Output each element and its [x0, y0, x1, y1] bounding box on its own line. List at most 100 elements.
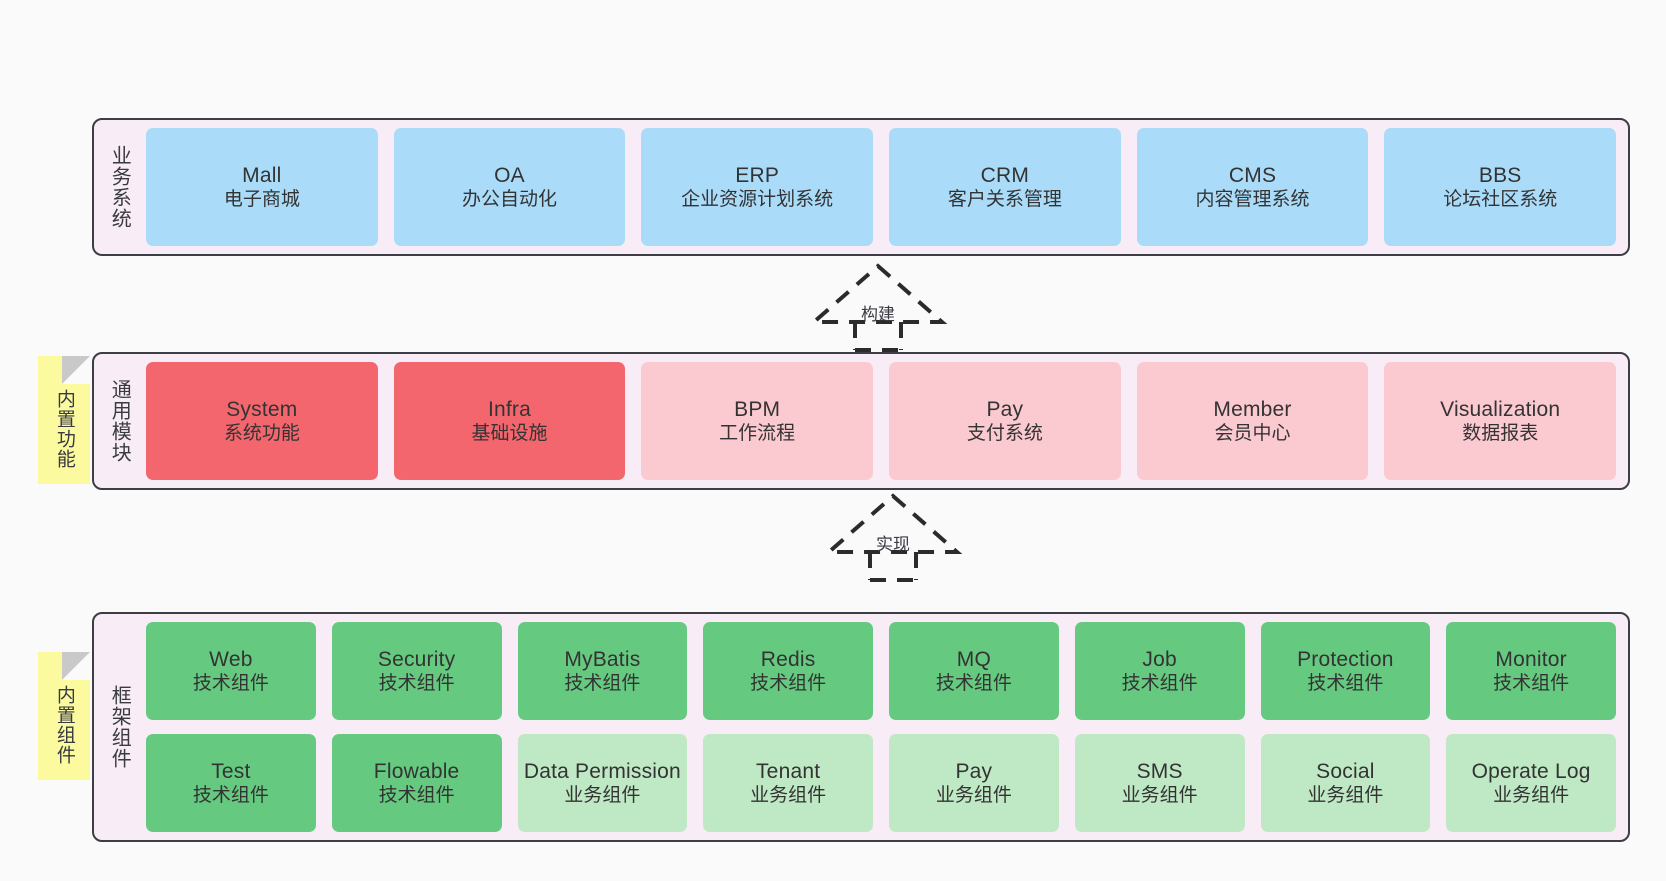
card-mall[interactable]: Mall 电子商城: [146, 128, 378, 246]
card-title-en: BPM: [734, 397, 781, 421]
card-social[interactable]: Social 业务组件: [1260, 734, 1431, 832]
card-title-cn: 技术组件: [1307, 673, 1384, 695]
card-title-cn: 业务组件: [564, 785, 641, 807]
card-operate-log[interactable]: Operate Log 业务组件: [1446, 734, 1616, 832]
card-title-cn: 会员中心: [1214, 423, 1291, 445]
card-crm[interactable]: CRM 客户关系管理: [889, 128, 1121, 246]
card-title-en: OA: [494, 163, 525, 187]
card-title-cn: 技术组件: [564, 673, 641, 695]
card-redis[interactable]: Redis 技术组件: [703, 622, 873, 720]
card-erp[interactable]: ERP 企业资源计划系统: [641, 128, 874, 246]
card-title-en: Web: [209, 647, 253, 671]
layer-body-common-module: System 系统功能 Infra 基础设施 BPM 工作流程 Pay 支付系统…: [136, 362, 1617, 480]
sticky-note-label: 内置组件: [53, 685, 75, 765]
card-tenant[interactable]: Tenant 业务组件: [703, 734, 873, 832]
sticky-note-label: 内置功能: [53, 389, 75, 469]
card-monitor[interactable]: Monitor 技术组件: [1446, 622, 1616, 720]
layer-body-business-system: Mall 电子商城 OA 办公自动化 ERP 企业资源计划系统 CRM 客户关系…: [136, 128, 1617, 246]
card-title-cn: 支付系统: [966, 423, 1043, 445]
card-web[interactable]: Web 技术组件: [146, 622, 316, 720]
card-visualization[interactable]: Visualization 数据报表: [1384, 362, 1617, 480]
card-protection[interactable]: Protection 技术组件: [1260, 622, 1431, 720]
card-title-en: BBS: [1478, 163, 1522, 187]
card-oa[interactable]: OA 办公自动化: [393, 128, 626, 246]
card-title-cn: 办公自动化: [462, 189, 558, 211]
card-title-en: Test: [211, 759, 251, 783]
implement-arrow-label: 实现: [876, 535, 910, 554]
card-title-cn: 技术组件: [1493, 673, 1570, 695]
card-pay[interactable]: Pay 支付系统: [889, 362, 1121, 480]
card-bpm[interactable]: BPM 工作流程: [641, 362, 874, 480]
card-title-en: Monitor: [1495, 647, 1567, 671]
card-title-en: Redis: [760, 647, 816, 671]
implement-arrow: 实现: [818, 492, 968, 584]
layer-body-framework-component: Web 技术组件 Security 技术组件 MyBatis 技术组件 Redi…: [136, 622, 1616, 832]
card-security[interactable]: Security 技术组件: [331, 622, 502, 720]
card-title-en: Visualization: [1440, 397, 1561, 421]
sticky-note-builtin-functions: 内置功能: [38, 356, 90, 484]
build-arrow: 构建: [803, 262, 953, 354]
build-arrow-label: 构建: [861, 305, 895, 324]
card-title-en: SMS: [1136, 759, 1183, 783]
card-title-en: Data Permission: [523, 759, 681, 783]
layer-business-system[interactable]: 业务系统 Mall 电子商城 OA 办公自动化 ERP 企业资源计划系统 CRM…: [92, 118, 1630, 256]
card-row: System 系统功能 Infra 基础设施 BPM 工作流程 Pay 支付系统…: [146, 362, 1617, 480]
card-job[interactable]: Job 技术组件: [1074, 622, 1245, 720]
card-title-cn: 论坛社区系统: [1443, 189, 1558, 211]
card-test[interactable]: Test 技术组件: [146, 734, 316, 832]
layer-common-module[interactable]: 通用模块 System 系统功能 Infra 基础设施 BPM 工作流程 Pay…: [92, 352, 1630, 490]
card-title-en: MQ: [956, 647, 991, 671]
card-cms[interactable]: CMS 内容管理系统: [1136, 128, 1369, 246]
card-title-cn: 技术组件: [192, 673, 269, 695]
card-title-en: Member: [1213, 397, 1292, 421]
card-member[interactable]: Member 会员中心: [1136, 362, 1369, 480]
card-infra[interactable]: Infra 基础设施: [393, 362, 626, 480]
card-title-cn: 工作流程: [719, 423, 796, 445]
card-title-en: Mall: [242, 163, 282, 187]
card-title-cn: 基础设施: [471, 423, 548, 445]
card-title-cn: 业务组件: [750, 785, 827, 807]
card-title-en: CMS: [1228, 163, 1277, 187]
card-title-en: Security: [377, 647, 456, 671]
layer-title-framework-component: 框架组件: [108, 685, 131, 769]
card-title-en: MyBatis: [564, 647, 641, 671]
card-title-cn: 业务组件: [1493, 785, 1570, 807]
card-title-cn: 内容管理系统: [1195, 189, 1310, 211]
card-data-permission[interactable]: Data Permission 业务组件: [517, 734, 688, 832]
card-title-en: Flowable: [373, 759, 460, 783]
card-sms[interactable]: SMS 业务组件: [1074, 734, 1245, 832]
sticky-note-builtin-components: 内置组件: [38, 652, 90, 780]
card-title-en: Tenant: [755, 759, 821, 783]
card-title-en: Job: [1142, 647, 1177, 671]
layer-framework-component[interactable]: 框架组件 Web 技术组件 Security 技术组件 MyBatis 技术组件…: [92, 612, 1630, 842]
card-title-cn: 技术组件: [750, 673, 827, 695]
card-row: Mall 电子商城 OA 办公自动化 ERP 企业资源计划系统 CRM 客户关系…: [146, 128, 1617, 246]
card-title-cn: 技术组件: [378, 785, 455, 807]
card-flowable[interactable]: Flowable 技术组件: [331, 734, 502, 832]
card-system[interactable]: System 系统功能: [146, 362, 378, 480]
card-title-en: Operate Log: [1471, 759, 1591, 783]
card-title-cn: 企业资源计划系统: [681, 189, 834, 211]
card-row: Web 技术组件 Security 技术组件 MyBatis 技术组件 Redi…: [146, 622, 1616, 720]
card-title-cn: 技术组件: [935, 673, 1012, 695]
card-row: Test 技术组件 Flowable 技术组件 Data Permission …: [146, 734, 1616, 832]
card-bbs[interactable]: BBS 论坛社区系统: [1384, 128, 1617, 246]
card-title-en: Pay: [986, 397, 1024, 421]
card-mybatis[interactable]: MyBatis 技术组件: [517, 622, 688, 720]
card-title-cn: 技术组件: [1121, 673, 1198, 695]
card-pay-business[interactable]: Pay 业务组件: [889, 734, 1059, 832]
card-title-en: Protection: [1297, 647, 1394, 671]
card-title-cn: 技术组件: [378, 673, 455, 695]
layer-title-business-system: 业务系统: [108, 145, 131, 229]
card-title-cn: 技术组件: [192, 785, 269, 807]
card-title-en: Social: [1316, 759, 1375, 783]
card-title-en: Pay: [955, 759, 993, 783]
card-mq[interactable]: MQ 技术组件: [889, 622, 1059, 720]
card-title-en: CRM: [980, 163, 1030, 187]
card-title-cn: 业务组件: [935, 785, 1012, 807]
card-title-cn: 系统功能: [223, 423, 300, 445]
card-title-cn: 客户关系管理: [947, 189, 1062, 211]
card-title-en: System: [226, 397, 298, 421]
card-title-en: ERP: [735, 163, 780, 187]
